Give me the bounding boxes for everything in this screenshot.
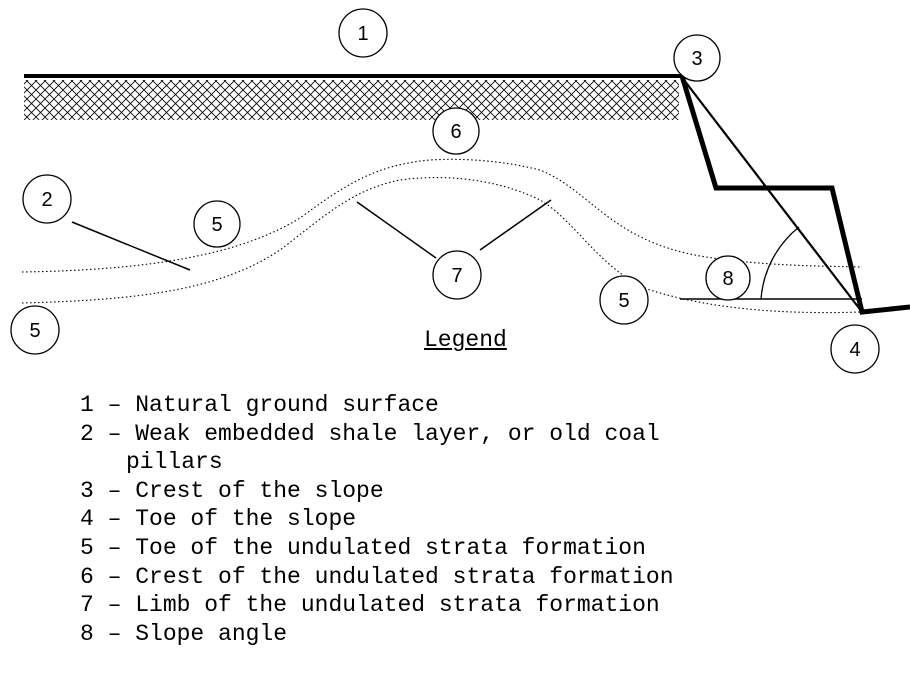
leader-line-7-left xyxy=(356,201,437,259)
legend-item-6: 6 – Crest of the undulated strata format… xyxy=(80,563,674,592)
callout-5-left-label: 5 xyxy=(211,214,222,236)
callout-6-label: 6 xyxy=(450,121,461,143)
callout-7: 7 xyxy=(432,250,482,300)
legend-item-5-text: 5 – Toe of the undulated strata formatio… xyxy=(80,534,646,561)
legend-item-6-text: 6 – Crest of the undulated strata format… xyxy=(80,563,674,590)
callout-3-label: 3 xyxy=(691,48,702,70)
legend-title: Legend xyxy=(424,327,507,353)
callout-8-label: 8 xyxy=(722,268,733,290)
callout-7-label: 7 xyxy=(451,265,462,287)
callout-8: 8 xyxy=(705,255,751,301)
hatched-rock-layer xyxy=(24,80,679,120)
legend-item-4: 4 – Toe of the slope xyxy=(80,505,674,534)
callout-1-label: 1 xyxy=(357,23,368,45)
slope-angle-arc xyxy=(760,226,800,300)
legend-item-8: 8 – Slope angle xyxy=(80,620,674,649)
slope-strata-diagram: 1 3 6 2 5 7 5 5 8 4 xyxy=(10,8,910,374)
callout-5-right-label: 5 xyxy=(618,290,629,312)
legend-item-1: 1 – Natural ground surface xyxy=(80,391,674,420)
overall-slope-line xyxy=(683,79,863,313)
legend-item-4-text: 4 – Toe of the slope xyxy=(80,506,357,533)
callout-5-lower-label: 5 xyxy=(29,320,40,342)
legend-item-2-text: 2 – Weak embedded shale layer, or old co… xyxy=(80,420,660,447)
callout-5-right: 5 xyxy=(599,275,649,325)
callout-2: 2 xyxy=(22,174,72,224)
legend-list: 1 – Natural ground surface 2 – Weak embe… xyxy=(80,391,674,648)
callout-1: 1 xyxy=(338,8,388,58)
callout-4: 4 xyxy=(830,324,880,374)
legend-item-7-text: 7 – Limb of the undulated strata formati… xyxy=(80,592,660,619)
callout-5-left: 5 xyxy=(193,200,241,248)
leader-line-7-right xyxy=(479,199,552,251)
callout-2-label: 2 xyxy=(41,189,52,211)
leader-line-2 xyxy=(71,221,191,271)
callout-4-label: 4 xyxy=(849,339,860,361)
legend-item-5: 5 – Toe of the undulated strata formatio… xyxy=(80,534,674,563)
strata-upper-boundary xyxy=(21,158,863,273)
legend-item-3-text: 3 – Crest of the slope xyxy=(80,477,384,504)
legend-item-8-text: 8 – Slope angle xyxy=(80,620,288,647)
legend-item-3: 3 – Crest of the slope xyxy=(80,477,674,506)
legend-item-7: 7 – Limb of the undulated strata formati… xyxy=(80,591,674,620)
callout-3: 3 xyxy=(673,34,721,82)
strata-lower-boundary xyxy=(21,177,863,314)
legend-item-2-continuation: pillars xyxy=(126,449,223,476)
legend-item-1-text: 1 – Natural ground surface xyxy=(80,392,439,418)
slope-profile xyxy=(679,75,910,315)
callout-5-lower: 5 xyxy=(10,305,60,355)
legend-item-2: 2 – Weak embedded shale layer, or old co… xyxy=(80,420,674,477)
callout-6: 6 xyxy=(432,107,480,155)
